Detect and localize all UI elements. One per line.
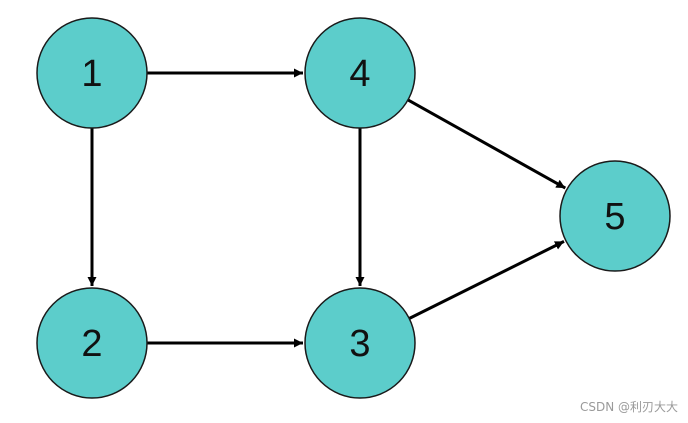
edge-4-to-5: [407, 98, 567, 190]
node-label-5: 5: [604, 196, 625, 238]
node-label-3: 3: [349, 323, 370, 365]
node-1: 1: [36, 17, 148, 129]
node-circle-2: [36, 287, 148, 399]
node-circle-5: [559, 160, 671, 272]
node-label-2: 2: [81, 323, 102, 365]
node-5: 5: [559, 160, 671, 272]
watermark-text: CSDN @利刃大大: [579, 400, 678, 414]
node-4: 4: [304, 17, 416, 129]
edges-layer: [87, 68, 567, 348]
edge-3-to-5: [408, 240, 565, 320]
node-2: 2: [36, 287, 148, 399]
node-label-4: 4: [349, 53, 370, 95]
node-label-1: 1: [81, 53, 102, 95]
node-3: 3: [304, 287, 416, 399]
node-circle-3: [304, 287, 416, 399]
nodes-layer: 1 2 3 4 5: [36, 17, 671, 399]
node-circle-4: [304, 17, 416, 129]
node-circle-1: [36, 17, 148, 129]
